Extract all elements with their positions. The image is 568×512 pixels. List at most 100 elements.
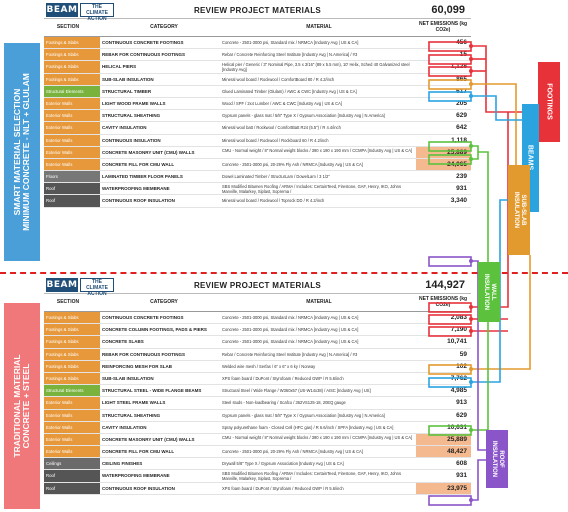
row-net-emissions: 48,427	[416, 446, 471, 458]
row-section: Footings & Slabs	[44, 49, 100, 61]
row-section: Ceilings	[44, 458, 100, 470]
row-material: Concrete - 2501-3000 psi, Standard mix /…	[222, 315, 359, 320]
page-title: REVIEW PROJECT MATERIALS	[193, 281, 322, 290]
tag-roof-line2: INSULATION	[491, 440, 497, 478]
hl-bot-beams	[428, 377, 472, 388]
row-category: SUB-SLAB INSULATION	[102, 375, 154, 381]
row-category: REBAR FOR CONTINUOUS FOOTINGS	[102, 52, 185, 58]
tag-roof: ROOF INSULATION	[486, 430, 508, 488]
panel-header: BEAM THE CLIMATE ACTION REVIEW PROJECT M…	[44, 2, 471, 22]
row-net-emissions: 23,975	[416, 482, 471, 494]
col-net-emissions: NET EMISSIONS (kg CO2e)	[418, 296, 468, 308]
row-material: Concrete - 2501-3000 psi, Standard mix /…	[222, 327, 359, 333]
row-material: Steel studs - Non-loadbearing / Scafco /…	[222, 400, 346, 406]
tag-subslab: SUB-SLAB INSULATION	[508, 165, 530, 255]
row-material: Rebar / Concrete Reinforcing Steel Insti…	[222, 52, 358, 58]
row-net-emissions: 4,985	[450, 387, 467, 395]
row-section: Footings & Slabs	[44, 37, 100, 49]
row-material: Dowel Laminated Timber / StructurLam / D…	[222, 174, 330, 180]
row-section: Exterior Walls	[44, 146, 100, 158]
hl-top-subslab	[428, 79, 472, 90]
page-title: REVIEW PROJECT MATERIALS	[193, 6, 322, 15]
row-net-emissions: 205	[456, 99, 467, 107]
row-net-emissions: 931	[456, 472, 467, 480]
row-material: Concrete - 2501-3000 psi, Standard mix /…	[222, 40, 359, 45]
row-category: SUB-SLAB INSULATION	[102, 76, 154, 82]
row-net-emissions: 10,741	[447, 338, 467, 346]
panel-traditional-materials: BEAM THE CLIMATE ACTION REVIEW PROJECT M…	[44, 277, 471, 495]
row-material: SBS Modified Bitumen Roofing / ARMA / In…	[222, 471, 401, 482]
row-category: CAVITY INSULATION	[102, 125, 147, 131]
row-section: Structural Elements	[44, 85, 100, 97]
row-net-emissions: 629	[456, 411, 467, 419]
hl-bot-wall	[428, 425, 472, 436]
row-category: WATERPROOFING MEMBRANE	[102, 186, 170, 192]
row-section: Exterior Walls	[44, 110, 100, 122]
tag-subslab-label: SUB-SLAB INSULATION	[512, 165, 526, 255]
row-net-emissions: 913	[456, 399, 467, 407]
col-material: MATERIAL	[306, 24, 332, 30]
row-material: Drywall 5/8" Type X / Gypsum Association…	[222, 461, 344, 467]
tag-wall-line1: WALL	[490, 283, 496, 301]
hl-top-footings-1	[428, 41, 472, 52]
row-material: SBS Modified Bitumen Roofing / ARMA / In…	[222, 184, 401, 195]
dashed-divider	[0, 272, 568, 274]
total-emissions: 60,099	[431, 4, 465, 16]
row-net-emissions: 2,083	[450, 314, 467, 321]
row-net-emissions: 10,631	[447, 423, 467, 431]
row-category: WATERPROOFING MEMBRANE	[102, 473, 170, 479]
col-net-emissions: NET EMISSIONS (kg CO2e)	[418, 21, 468, 33]
row-category: HELICAL PIERS	[102, 64, 137, 70]
row-section: Exterior Walls	[44, 122, 100, 134]
row-category: STRUCTURAL STEEL - WIDE FLANGE BEAMS	[102, 388, 202, 394]
climate-action-logo: THE CLIMATE ACTION	[80, 3, 114, 22]
row-net-emissions: 102	[456, 362, 467, 370]
tag-wall-label: WALL INSULATION	[482, 262, 496, 322]
row-material: Concrete - 2501-3000 psi, 20-29% Fly Ash…	[222, 161, 363, 167]
hl-top-footings-3	[428, 66, 472, 77]
row-section: Footings & Slabs	[44, 336, 100, 348]
row-section: Footings & Slabs	[44, 360, 100, 372]
row-material: CMU - Normal weight / 8" Normal weight b…	[222, 434, 413, 440]
row-category: CONCRETE MASONRY UNIT (CMU) WALLS	[102, 436, 195, 442]
beam-logo: BEAM	[46, 278, 78, 292]
tag-wall: WALL INSULATION	[478, 262, 500, 322]
tag-footings-label: FOOTINGS	[545, 83, 553, 120]
row-category: REINFORCING MESH FOR SLAB	[102, 363, 173, 369]
climate-action-logo: THE CLIMATE ACTION	[80, 278, 114, 297]
row-category: STRUCTURAL SHEATHING	[102, 113, 161, 119]
row-net-emissions: 7,190	[450, 326, 467, 334]
connector-dots	[469, 44, 473, 502]
row-category: STRUCTURAL SHEATHING	[102, 412, 161, 418]
row-material: Gypsum panels - glass mat / 5/8" Type X …	[222, 113, 385, 119]
column-header-row: SECTION CATEGORY MATERIAL NET EMISSIONS …	[44, 19, 471, 37]
panel-header: BEAM THE CLIMATE ACTION REVIEW PROJECT M…	[44, 277, 471, 297]
row-section: Exterior Walls	[44, 446, 100, 458]
row-category: CONCRETE SLABS	[102, 339, 144, 345]
row-net-emissions: 608	[456, 460, 467, 468]
row-material: CMU - Normal weight / 8" Normal weight b…	[222, 147, 413, 153]
row-material: Gypsum panels - glass mat / 5/8" Type X …	[222, 412, 385, 418]
row-material: Spray polyurethane foam - Closed Cell (H…	[222, 424, 394, 430]
col-material: MATERIAL	[306, 299, 332, 305]
row-section: Footings & Slabs	[44, 61, 100, 73]
row-material: Mineral wool board / Rockwool / ComfortB…	[222, 76, 335, 82]
row-net-emissions: 59	[459, 350, 467, 358]
hl-bot-subslab	[428, 364, 472, 375]
row-material: Mineral wool board / Rockwool / Toprock …	[222, 198, 325, 204]
